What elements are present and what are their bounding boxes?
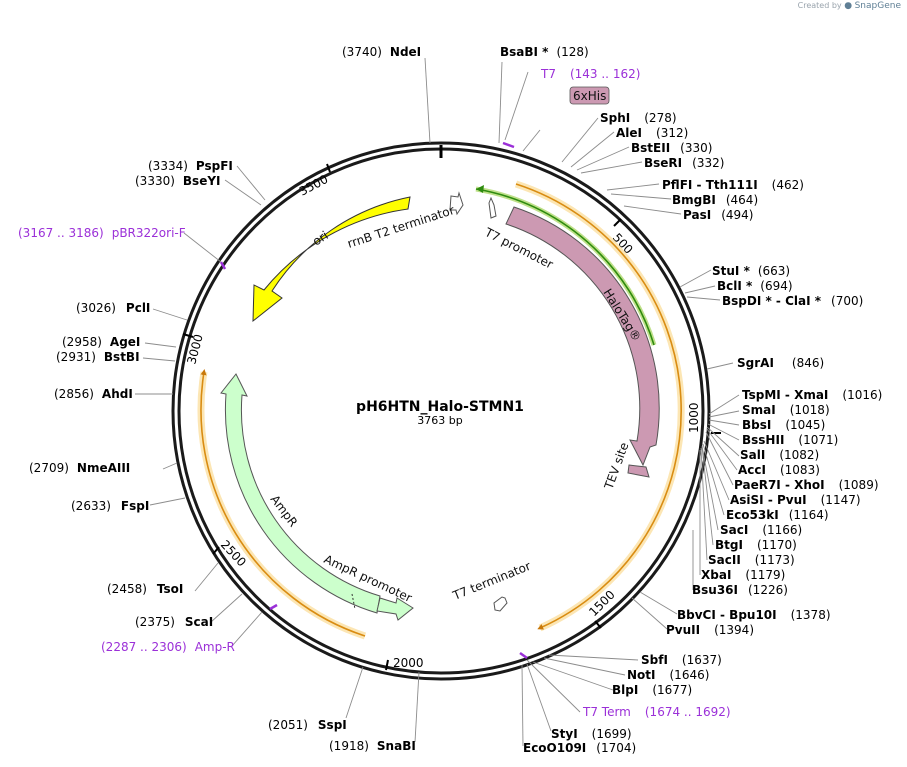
primer-marks	[219, 141, 528, 660]
tev-site-label: TEV site	[601, 441, 631, 492]
site-label-scai[interactable]: (2375)ScaI	[135, 615, 213, 629]
site-label-bsteii[interactable]: BstEII(330)	[631, 141, 712, 155]
primer-label-t7: T7(143 .. 162)	[540, 67, 640, 81]
snapgene-credit: Created by ● SnapGene	[798, 1, 901, 11]
site-label-styi[interactable]: StyI(1699)	[551, 727, 632, 741]
site-label-bsabi[interactable]: BsaBI *(128)	[500, 45, 589, 59]
site-label-bstbi[interactable]: (2931)BstBI	[56, 350, 140, 364]
rrnb-terminator-feature[interactable]	[449, 191, 464, 216]
primer-label-amp-r: (2287 .. 2306)Amp-R	[101, 640, 235, 654]
t7-promoter-feature[interactable]	[488, 196, 497, 219]
feature-labels: ori rrnB T2 terminator T7 promoter HaloT…	[268, 89, 644, 605]
tick-mark	[594, 620, 602, 629]
primer-label-pbr322ori-f: (3167 .. 3186)pBR322ori-F	[18, 226, 186, 240]
primer-mark	[219, 261, 227, 270]
site-label-ndei[interactable]: (3740)NdeI	[342, 45, 421, 59]
site-label-pspfi[interactable]: (3334)PspFI	[148, 159, 233, 173]
site-label-sali[interactable]: SalI(1082)	[740, 448, 819, 462]
backbone	[171, 141, 711, 681]
site-label-noti[interactable]: NotI(1646)	[627, 668, 709, 682]
site-label-pvuii[interactable]: PvuII(1394)	[666, 623, 754, 637]
primer-mark	[502, 141, 515, 149]
site-label-acci[interactable]: AccI(1083)	[738, 463, 820, 477]
site-labels-left: (3740)NdeI (1918)SnaBI (2051)SspI (2375)…	[29, 45, 421, 753]
site-label-bspdi[interactable]: BspDI * - ClaI *(700)	[722, 294, 863, 308]
tick-mark	[326, 163, 331, 173]
ampr-promoter-feature[interactable]	[376, 597, 414, 621]
ori-feature[interactable]	[252, 196, 411, 323]
site-label-bsu36i[interactable]: Bsu36I(1226)	[692, 583, 788, 597]
site-label-fspi[interactable]: (2633)FspI	[71, 499, 149, 513]
tick-label-3000: 3000	[184, 333, 205, 366]
features	[220, 86, 660, 621]
site-label-alei[interactable]: AleI(312)	[616, 126, 688, 140]
site-label-bcli[interactable]: BclI *(694)	[717, 279, 793, 293]
tick-mark	[613, 218, 622, 227]
site-label-btgi[interactable]: BtgI(1170)	[715, 538, 797, 552]
site-label-paer7i[interactable]: PaeR7I - XhoI(1089)	[734, 478, 879, 492]
credit-prefix: Created by	[797, 1, 842, 10]
orf-arcs	[197, 180, 685, 640]
tick-label-1000: 1000	[687, 402, 701, 433]
primer-mark	[519, 651, 528, 660]
primer-mark	[269, 603, 278, 611]
site-labels-right: BsaBI *(128) SphI(278) AleI(312) BstEII(…	[500, 45, 882, 755]
site-label-agei[interactable]: (2958)AgeI	[62, 335, 140, 349]
plasmid-name: pH6HTN_Halo-STMN1	[356, 399, 524, 415]
site-label-xbai[interactable]: XbaI(1179)	[701, 568, 785, 582]
t7-terminator-feature[interactable]	[493, 596, 508, 612]
site-label-tsoi[interactable]: (2458)TsoI	[107, 582, 183, 596]
site-label-sbfi[interactable]: SbfI(1637)	[641, 653, 722, 667]
site-label-sacii[interactable]: SacII(1173)	[708, 553, 795, 567]
site-label-pasi[interactable]: PasI(494)	[683, 208, 753, 222]
leader-lines	[135, 57, 740, 747]
credit-brand: SnapGene	[854, 1, 901, 11]
site-label-asisi[interactable]: AsiSI - PvuI(1147)	[730, 493, 861, 507]
tick-label-2000: 2000	[393, 656, 424, 670]
6xhis-feature[interactable]	[569, 86, 610, 105]
tick-mark	[212, 546, 220, 555]
site-label-snabi[interactable]: (1918)SnaBI	[329, 739, 416, 753]
tick-mark	[182, 333, 194, 338]
site-label-bseyi[interactable]: (3330)BseYI	[135, 174, 221, 188]
6xhis-label: 6xHis	[573, 89, 606, 103]
halotag-feature[interactable]	[505, 206, 660, 467]
tev-site-feature[interactable]	[627, 464, 650, 478]
site-label-eco0109i[interactable]: EcoO109I(1704)	[523, 741, 636, 755]
site-label-sphi[interactable]: SphI(278)	[600, 111, 677, 125]
t7-terminator-label: T7 terminator	[450, 559, 533, 603]
site-label-bbvci[interactable]: BbvCI - Bpu10I(1378)	[677, 608, 831, 622]
site-label-bbsi[interactable]: BbsI(1045)	[742, 418, 825, 432]
tick-mark	[385, 659, 389, 671]
site-label-smai[interactable]: SmaI(1018)	[742, 403, 830, 417]
site-label-nmeaiii[interactable]: (2709)NmeAIII	[29, 461, 130, 475]
site-label-bsshii[interactable]: BssHII(1071)	[742, 433, 838, 447]
primer-label-t7-term: T7 Term(1674 .. 1692)	[582, 705, 731, 719]
site-label-sspi[interactable]: (2051)SspI	[268, 718, 347, 732]
site-label-blpi[interactable]: BlpI(1677)	[612, 683, 692, 697]
site-label-bseri[interactable]: BseRI(332)	[644, 156, 724, 170]
plasmid-length: 3763 bp	[417, 414, 462, 427]
site-label-bmgbi[interactable]: BmgBI(464)	[672, 193, 758, 207]
site-label-tspmi[interactable]: TspMI - XmaI(1016)	[742, 388, 882, 402]
site-label-pflfi[interactable]: PflFI - Tth111I(462)	[662, 178, 804, 192]
site-label-stui[interactable]: StuI *(663)	[712, 264, 790, 278]
ampr-feature[interactable]	[220, 373, 381, 614]
site-label-sgrai[interactable]: SgrAI(846)	[737, 356, 824, 370]
site-label-ahdi[interactable]: (2856)AhdI	[54, 387, 133, 401]
snapgene-logo-icon: ●	[844, 1, 853, 11]
site-label-pcli[interactable]: (3026)PclI	[76, 301, 150, 315]
site-label-saci[interactable]: SacI(1166)	[720, 523, 802, 537]
site-label-eco53ki[interactable]: Eco53kI(1164)	[726, 508, 829, 522]
